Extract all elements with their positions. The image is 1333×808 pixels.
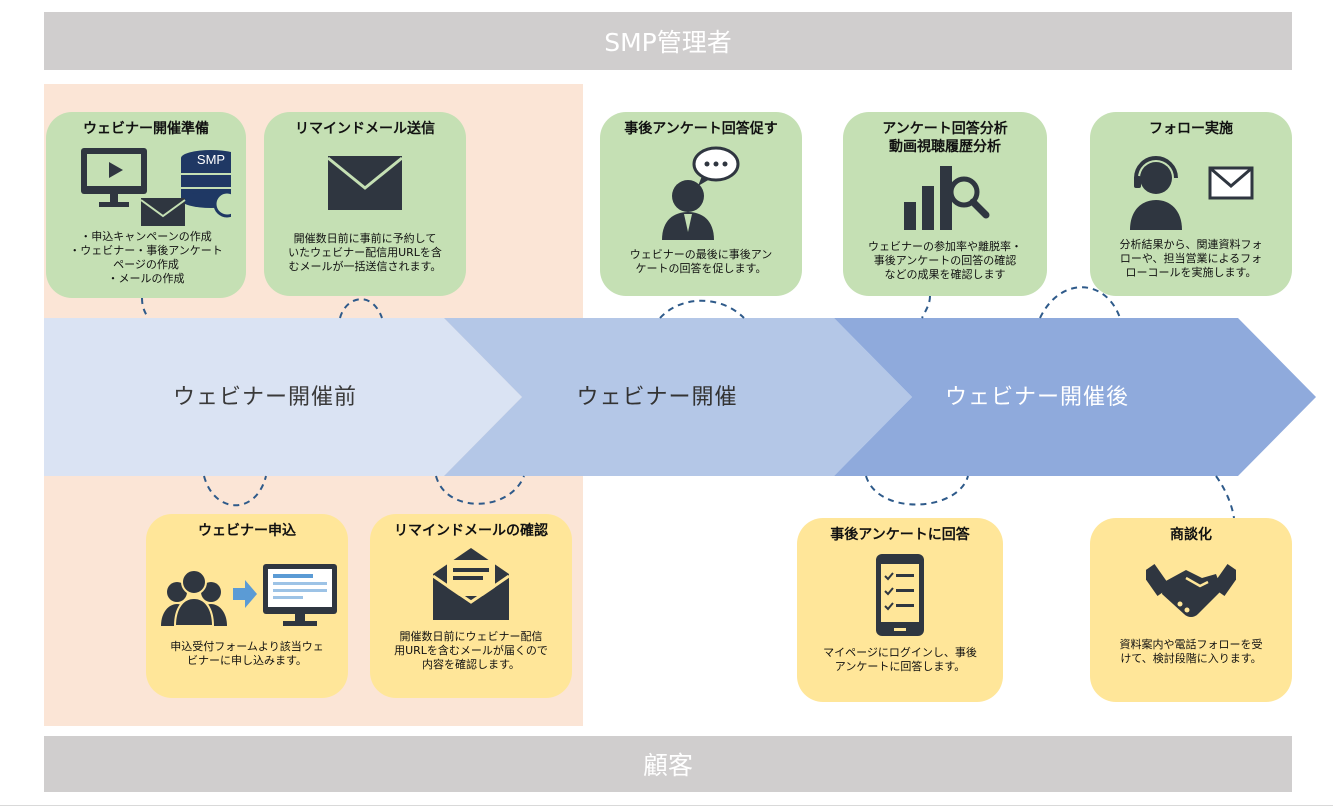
- monitor-database-mail-icon: SMP: [81, 148, 231, 226]
- connector-line: [435, 475, 525, 505]
- phase-arrow-during: [444, 318, 912, 476]
- phase-arrow-after: [834, 318, 1316, 476]
- phase-label-before: ウェビナー開催前: [172, 385, 357, 410]
- card-webinar-prep: ウェビナー開催準備 SMP ・申込キャンペーンの作成 ・ウェビナー・事後アンケー…: [46, 112, 246, 298]
- people-to-screen-icon: [161, 564, 337, 627]
- card-webinar-apply: ウェビナー申込 申込受付フォームより該当ウェ ビナーに申し込みます。: [146, 514, 348, 698]
- phase-label-during: ウェビナー開催: [576, 385, 738, 410]
- connector-line: [203, 475, 267, 507]
- bar-chart-magnifier-icon: [904, 166, 990, 230]
- card-title: フォロー実施: [1149, 121, 1233, 137]
- card-desc: ・申込キャンペーンの作成 ・ウェビナー・事後アンケート ページの作成 ・メールの…: [69, 230, 223, 285]
- connector-line: [339, 298, 383, 319]
- phase-label-after: ウェビナー開催後: [944, 385, 1129, 410]
- phase-arrow-before: [44, 318, 522, 476]
- connector-line: [141, 297, 149, 319]
- customer-footer-band: 顧客: [44, 736, 1292, 792]
- card-title: 商談化: [1170, 527, 1212, 543]
- card-desc: 分析結果から、関連資料フォ ローや、担当営業によるフォ ローコールを実施します。: [1119, 238, 1263, 279]
- card-desc: 開催数日前にウェビナー配信 用URLを含むメールが届くので 内容を確認します。: [394, 630, 548, 671]
- card-title: アンケート回答分析 動画視聴履歴分析: [882, 121, 1008, 155]
- admin-header-title: SMP管理者: [604, 28, 732, 57]
- admin-header-band: SMP管理者: [44, 12, 1292, 70]
- handshake-icon: [1146, 563, 1236, 617]
- card-desc: 申込受付フォームより該当ウェ ビナーに申し込みます。: [170, 640, 324, 667]
- speaker-chat-icon: [662, 146, 740, 240]
- card-desc: 資料案内や電話フォローを受 けて、検討段階に入ります。: [1119, 638, 1263, 665]
- card-survey-prompt: 事後アンケート回答促す ウェビナーの最後に事後アン ケートの回答を促します。: [600, 112, 802, 296]
- open-envelope-icon: [432, 548, 510, 620]
- card-reminder-check: リマインドメールの確認 開催数日前にウェビナー配信 用URLを含むメールが届くの…: [370, 514, 572, 698]
- connector-line: [921, 295, 931, 319]
- connector-line: [1215, 475, 1235, 519]
- envelope-icon: [327, 156, 403, 210]
- card-title: 事後アンケートに回答: [830, 527, 970, 543]
- connector-line: [865, 475, 969, 506]
- card-survey-analysis: アンケート回答分析 動画視聴履歴分析 ウェビナーの参加率や離脱率・ 事後アンケー…: [843, 112, 1047, 296]
- card-title: ウェビナー開催準備: [83, 121, 209, 137]
- card-desc: ウェビナーの参加率や離脱率・ 事後アンケートの回答の確認 などの成果を確認します: [868, 240, 1022, 281]
- card-title: リマインドメール送信: [295, 121, 435, 137]
- card-survey-answer: 事後アンケートに回答 マイページにログインし、事後 アンケートに回答します。: [797, 518, 1003, 702]
- operator-mail-icon: [1130, 156, 1254, 230]
- card-title: リマインドメールの確認: [394, 523, 548, 539]
- card-desc: ウェビナーの最後に事後アン ケートの回答を促します。: [629, 248, 773, 275]
- connector-line: [1039, 286, 1121, 319]
- smartphone-checklist-icon: [876, 554, 924, 636]
- smp-badge-text: SMP: [197, 152, 225, 167]
- card-desc: マイページにログインし、事後 アンケートに回答します。: [823, 646, 977, 673]
- card-negotiation: 商談化 資料案内や電話フォローを受 けて、検討段階に入ります。: [1090, 518, 1292, 702]
- card-title: ウェビナー申込: [198, 523, 296, 539]
- card-desc: 開催数日前に事前に予約して いたウェビナー配信用URLを含 むメールが一括送信さ…: [288, 232, 442, 273]
- card-title: 事後アンケート回答促す: [624, 121, 778, 137]
- bottom-divider: [0, 805, 1333, 806]
- customer-footer-title: 顧客: [642, 751, 693, 780]
- card-follow-up: フォロー実施 分析結果から、関連資料フォ ローや、担当営業によるフォ ローコール…: [1090, 112, 1292, 296]
- connector-line: [659, 299, 745, 319]
- card-reminder-send: リマインドメール送信 開催数日前に事前に予約して いたウェビナー配信用URLを含…: [264, 112, 466, 296]
